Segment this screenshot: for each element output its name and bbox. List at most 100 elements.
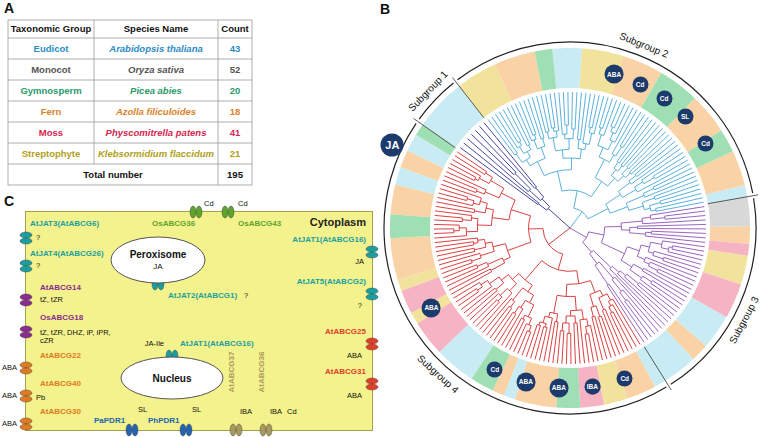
transporter-label: AtABCG22 (40, 352, 81, 361)
table-cell: Moss (39, 127, 63, 137)
substrate-label: JA (355, 258, 364, 266)
leaf-band (401, 240, 749, 407)
badge-shape (516, 372, 535, 391)
badge-shape (549, 378, 568, 397)
table-cell: Klebsormidium flaccidum (98, 148, 214, 158)
badge-text: Cd (491, 366, 500, 373)
badge-text: IBA (587, 383, 598, 390)
substrate-badge: SL (677, 108, 694, 125)
substrate-label: ABA (347, 392, 362, 400)
substrate-badge: ABA (604, 64, 624, 84)
table-cell: 52 (230, 64, 241, 74)
substrate-label: tZ, tZR, DHZ, iP, iPR, cZR (40, 329, 118, 346)
panel-letter: B (380, 2, 390, 17)
badge-text: ABA (519, 378, 533, 385)
badge-text: ABA (607, 71, 621, 78)
table-cell: Gymnosperm (20, 85, 81, 95)
substrate-label: tZ, tZR (40, 296, 63, 304)
transporter-label: AtABCG14 (40, 284, 81, 293)
table-cell: 195 (227, 169, 243, 179)
substrate-label: Cd (204, 200, 214, 208)
transporter-label: AtABCG31 (325, 368, 366, 377)
leaf-band (390, 52, 750, 408)
transporter-label: AtABCG40 (40, 380, 81, 389)
region-label: Cytoplasm (310, 216, 366, 228)
transporter-label: AtABCG25 (325, 328, 366, 337)
leaf-band (708, 197, 750, 227)
subgroup-divider (708, 195, 758, 204)
table-cell: Arabidopsis thaliana (109, 43, 202, 53)
transporter-label: PhPDR1 (148, 417, 180, 426)
table-cell: Physcomitrella patens (106, 127, 207, 137)
subgroup-divider (452, 77, 483, 117)
substrate-badge: ABA (549, 378, 569, 398)
badge-shape (632, 76, 648, 92)
transporter-label: AtJAT2(AtABCG1) (168, 292, 237, 301)
table-cell: Streptophyte (22, 148, 81, 158)
badge-text: ABA (552, 384, 566, 391)
transporter-label: AtJAT1(AtABCG16) (180, 340, 254, 349)
substrate-label: Cd (287, 408, 297, 416)
badge-shape (584, 378, 600, 394)
subgroup-divider (414, 118, 456, 147)
tree-branch (570, 207, 706, 343)
tree-branch (434, 152, 640, 364)
substrate-label: ? (358, 302, 362, 310)
table-cell: Azolla filiculoides (116, 106, 196, 116)
subgroup-divider (644, 347, 671, 390)
table-cell: Monocot (31, 64, 71, 74)
transporter-label: AtJAT5(AtABCG2) (297, 278, 366, 287)
substrate-label: SL (192, 406, 201, 414)
substrate-label: JA-Ile (145, 340, 164, 348)
table-cell: 18 (230, 106, 241, 116)
substrate-badge: Cd (486, 361, 503, 378)
nucleus: Nucleus (120, 356, 224, 400)
badge-shape (677, 109, 693, 125)
transporter-label: OsABCG36 (152, 220, 195, 229)
badge-text: Cd (620, 375, 629, 382)
substrate-label: Pb (36, 394, 45, 402)
panel-letter: A (4, 1, 14, 16)
table-cell: Eudicot (34, 43, 69, 53)
organelle-label: Nucleus (153, 373, 192, 384)
organelle-shape (121, 357, 223, 399)
badge-text: SL (681, 113, 689, 120)
table-cell: Oryza sativa (128, 64, 184, 74)
peroxisome: PeroxisomeJA (110, 236, 206, 284)
leaf-band (390, 49, 733, 408)
subgroup-arc (671, 198, 756, 384)
substrate-label: ? (36, 234, 40, 242)
substrate-badge: ABA (421, 298, 441, 318)
table-cell: 43 (230, 43, 241, 53)
table-cell: 20 (230, 85, 241, 95)
substrate-label: ABA (347, 352, 362, 360)
substrate-label: ? (36, 262, 40, 270)
table-cell: Fern (41, 106, 62, 116)
substrate-badge: Cd (632, 76, 649, 93)
table-cell: Count (221, 24, 248, 34)
substrate-label: IBA (240, 408, 252, 416)
substrate-badge: JA (380, 133, 404, 157)
table-cell: Species Name (124, 24, 188, 34)
tree-branch (488, 92, 703, 228)
subgroup-label: Subgroup 2 (618, 31, 670, 61)
badge-text: Cd (636, 81, 645, 88)
substrate-badge: ABA (516, 372, 536, 392)
badge-shape (381, 134, 404, 157)
substrate-label: ? (244, 292, 248, 300)
transporter-label: AtJAT4(AtABCG26) (30, 250, 104, 259)
badge-text: Cd (701, 140, 710, 147)
transporter-label: OsABCG18 (40, 314, 83, 323)
badge-shape (698, 135, 714, 151)
substrate-label: JA (153, 263, 162, 272)
substrate-badge: Cd (697, 135, 714, 152)
substrate-badge: Cd (656, 90, 673, 107)
badge-shape (422, 298, 441, 317)
badge-text: JA (385, 139, 399, 151)
subgroup-arc (458, 42, 753, 193)
substrate-label: ABA (2, 364, 17, 372)
table-cell: 21 (230, 148, 241, 158)
badge-text: ABA (424, 304, 438, 311)
table-cell: 41 (230, 127, 241, 137)
badge-shape (656, 91, 672, 107)
